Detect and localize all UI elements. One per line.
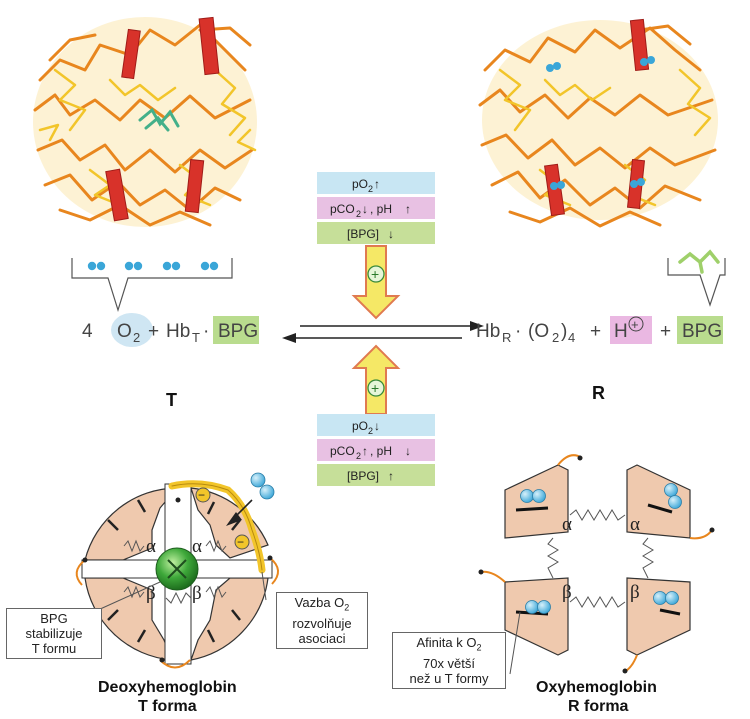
- callout-bpg-stabilizes: BPG stabilizuje T formu: [6, 608, 102, 659]
- state-t-label: T: [166, 390, 177, 410]
- callout-affinity-line1: Afinita k O: [416, 635, 477, 650]
- eq-hb-sub-r: R: [502, 330, 511, 345]
- eq-o2: O: [117, 321, 132, 342]
- callout-bpg-line3: T formu: [31, 641, 77, 656]
- bottom-conditions: pO 2 ↓ pCO 2 ↑ , pH ↓ [BPG] ↑: [317, 414, 435, 486]
- forward-shift-arrow: +: [351, 245, 401, 320]
- minus-charge-1: −: [198, 488, 205, 502]
- h-highlight-box: [610, 316, 652, 344]
- o2-highlight-oval: [111, 313, 153, 347]
- equation: 4 O 2 + Hb T · BPG Hb R · (O 2 ) 4 + H +…: [82, 313, 723, 347]
- bottom-ph-dir: ↓: [405, 444, 411, 458]
- oxy-alpha-right: α: [630, 514, 640, 535]
- deoxy-alpha-left: α: [146, 536, 156, 557]
- bpg-highlight-box-r: [677, 316, 723, 344]
- top-po2-sub: 2: [368, 184, 373, 194]
- callout-o2-sub: 2: [344, 602, 350, 613]
- eq-plus-2: +: [590, 321, 601, 342]
- eq-plus-1: +: [148, 321, 159, 342]
- eq-o2-group-count: 4: [568, 330, 575, 345]
- eq-coeff: 4: [82, 321, 93, 342]
- minus-charge-2: −: [237, 535, 244, 549]
- top-pco2-sub: 2: [356, 209, 361, 219]
- bottom-pco2: pCO: [330, 444, 355, 458]
- bottom-bpg: [BPG]: [347, 469, 379, 483]
- bottom-plus-sign: +: [371, 380, 379, 396]
- bpg-bracket: [667, 249, 726, 307]
- state-r-label: R: [592, 383, 605, 403]
- oxy-subtitle: R forma: [568, 698, 629, 715]
- callout-bpg-line1: BPG: [40, 611, 68, 626]
- eq-hb: Hb: [166, 321, 190, 342]
- oxy-beta-left: β: [562, 582, 572, 603]
- callout-affinity-line3: než u T formy: [409, 670, 489, 686]
- eq-hb-sub-t: T: [192, 330, 200, 345]
- deoxyhemoglobin-schematic: − − α α β β: [75, 472, 279, 669]
- callout-affinity: Afinita k O2 70x větší než u T formy: [392, 632, 506, 689]
- t-o2-bracket: [71, 258, 233, 313]
- t-state-protein-structure: [33, 16, 257, 227]
- eq-plus-3: +: [660, 321, 671, 342]
- top-conditions: pO 2 ↑ pCO 2 ↓ , pH ↑ [BPG] ↓: [317, 172, 435, 244]
- deoxy-alpha-right: α: [192, 536, 202, 557]
- callout-o2-binding: Vazba O2 rozvolňuje asociaci: [276, 592, 368, 649]
- eq-h: H: [614, 321, 628, 342]
- bottom-pco2-dir: ↑: [362, 444, 368, 458]
- callout-o2-line2: rozvolňuje: [292, 615, 352, 631]
- top-po2: pO: [352, 177, 368, 191]
- top-ph: , pH: [370, 202, 392, 216]
- callout-affinity-sub: 2: [476, 642, 482, 653]
- oxy-beta-right: β: [630, 582, 640, 603]
- oxy-alpha-left: α: [562, 514, 572, 535]
- callout-affinity-line2: 70x větší: [422, 655, 476, 671]
- top-ph-dir: ↑: [405, 202, 411, 216]
- callout-o2-line1: Vazba O: [294, 595, 345, 610]
- top-plus-sign: +: [371, 266, 379, 282]
- callout-bpg-line2: stabilizuje: [25, 626, 83, 641]
- bpg-highlight-box: [213, 316, 259, 344]
- eq-bpg-r: BPG: [682, 321, 722, 342]
- bottom-po2-dir: ↓: [374, 419, 380, 433]
- callout-o2-line3: asociaci: [298, 630, 346, 646]
- oxyhemoglobin-schematic: α α β β: [478, 454, 715, 675]
- eq-h-charge: +: [631, 317, 639, 332]
- bottom-ph: , pH: [370, 444, 392, 458]
- bottom-pco2-sub: 2: [356, 451, 361, 461]
- eq-dot-1: ·: [203, 321, 209, 342]
- reverse-shift-arrow: +: [351, 344, 401, 415]
- eq-o2-group-sub: 2: [552, 330, 559, 345]
- top-po2-dir: ↑: [374, 177, 380, 191]
- eq-o2-group-close: ): [561, 321, 567, 342]
- bottom-bpg-dir: ↑: [388, 469, 394, 483]
- deoxy-beta-right: β: [192, 583, 202, 604]
- eq-bpg-t: BPG: [218, 321, 258, 342]
- bottom-po2-sub: 2: [368, 426, 373, 436]
- top-pco2-dir: ↓: [362, 202, 368, 216]
- deoxy-beta-left: β: [146, 583, 156, 604]
- r-state-protein-structure: [478, 18, 718, 228]
- eq-o2-sub: 2: [133, 330, 140, 345]
- top-pco2: pCO: [330, 202, 355, 216]
- deoxy-title: Deoxyhemoglobin: [98, 679, 237, 696]
- eq-o2-group: (O: [528, 321, 549, 342]
- eq-dot-2: ·: [515, 321, 521, 342]
- oxy-title: Oxyhemoglobin: [536, 679, 657, 696]
- top-bpg-dir: ↓: [388, 227, 394, 241]
- deoxy-subtitle: T forma: [138, 698, 197, 715]
- top-bpg: [BPG]: [347, 227, 379, 241]
- eq-hb-r: Hb: [476, 321, 500, 342]
- bottom-po2: pO: [352, 419, 368, 433]
